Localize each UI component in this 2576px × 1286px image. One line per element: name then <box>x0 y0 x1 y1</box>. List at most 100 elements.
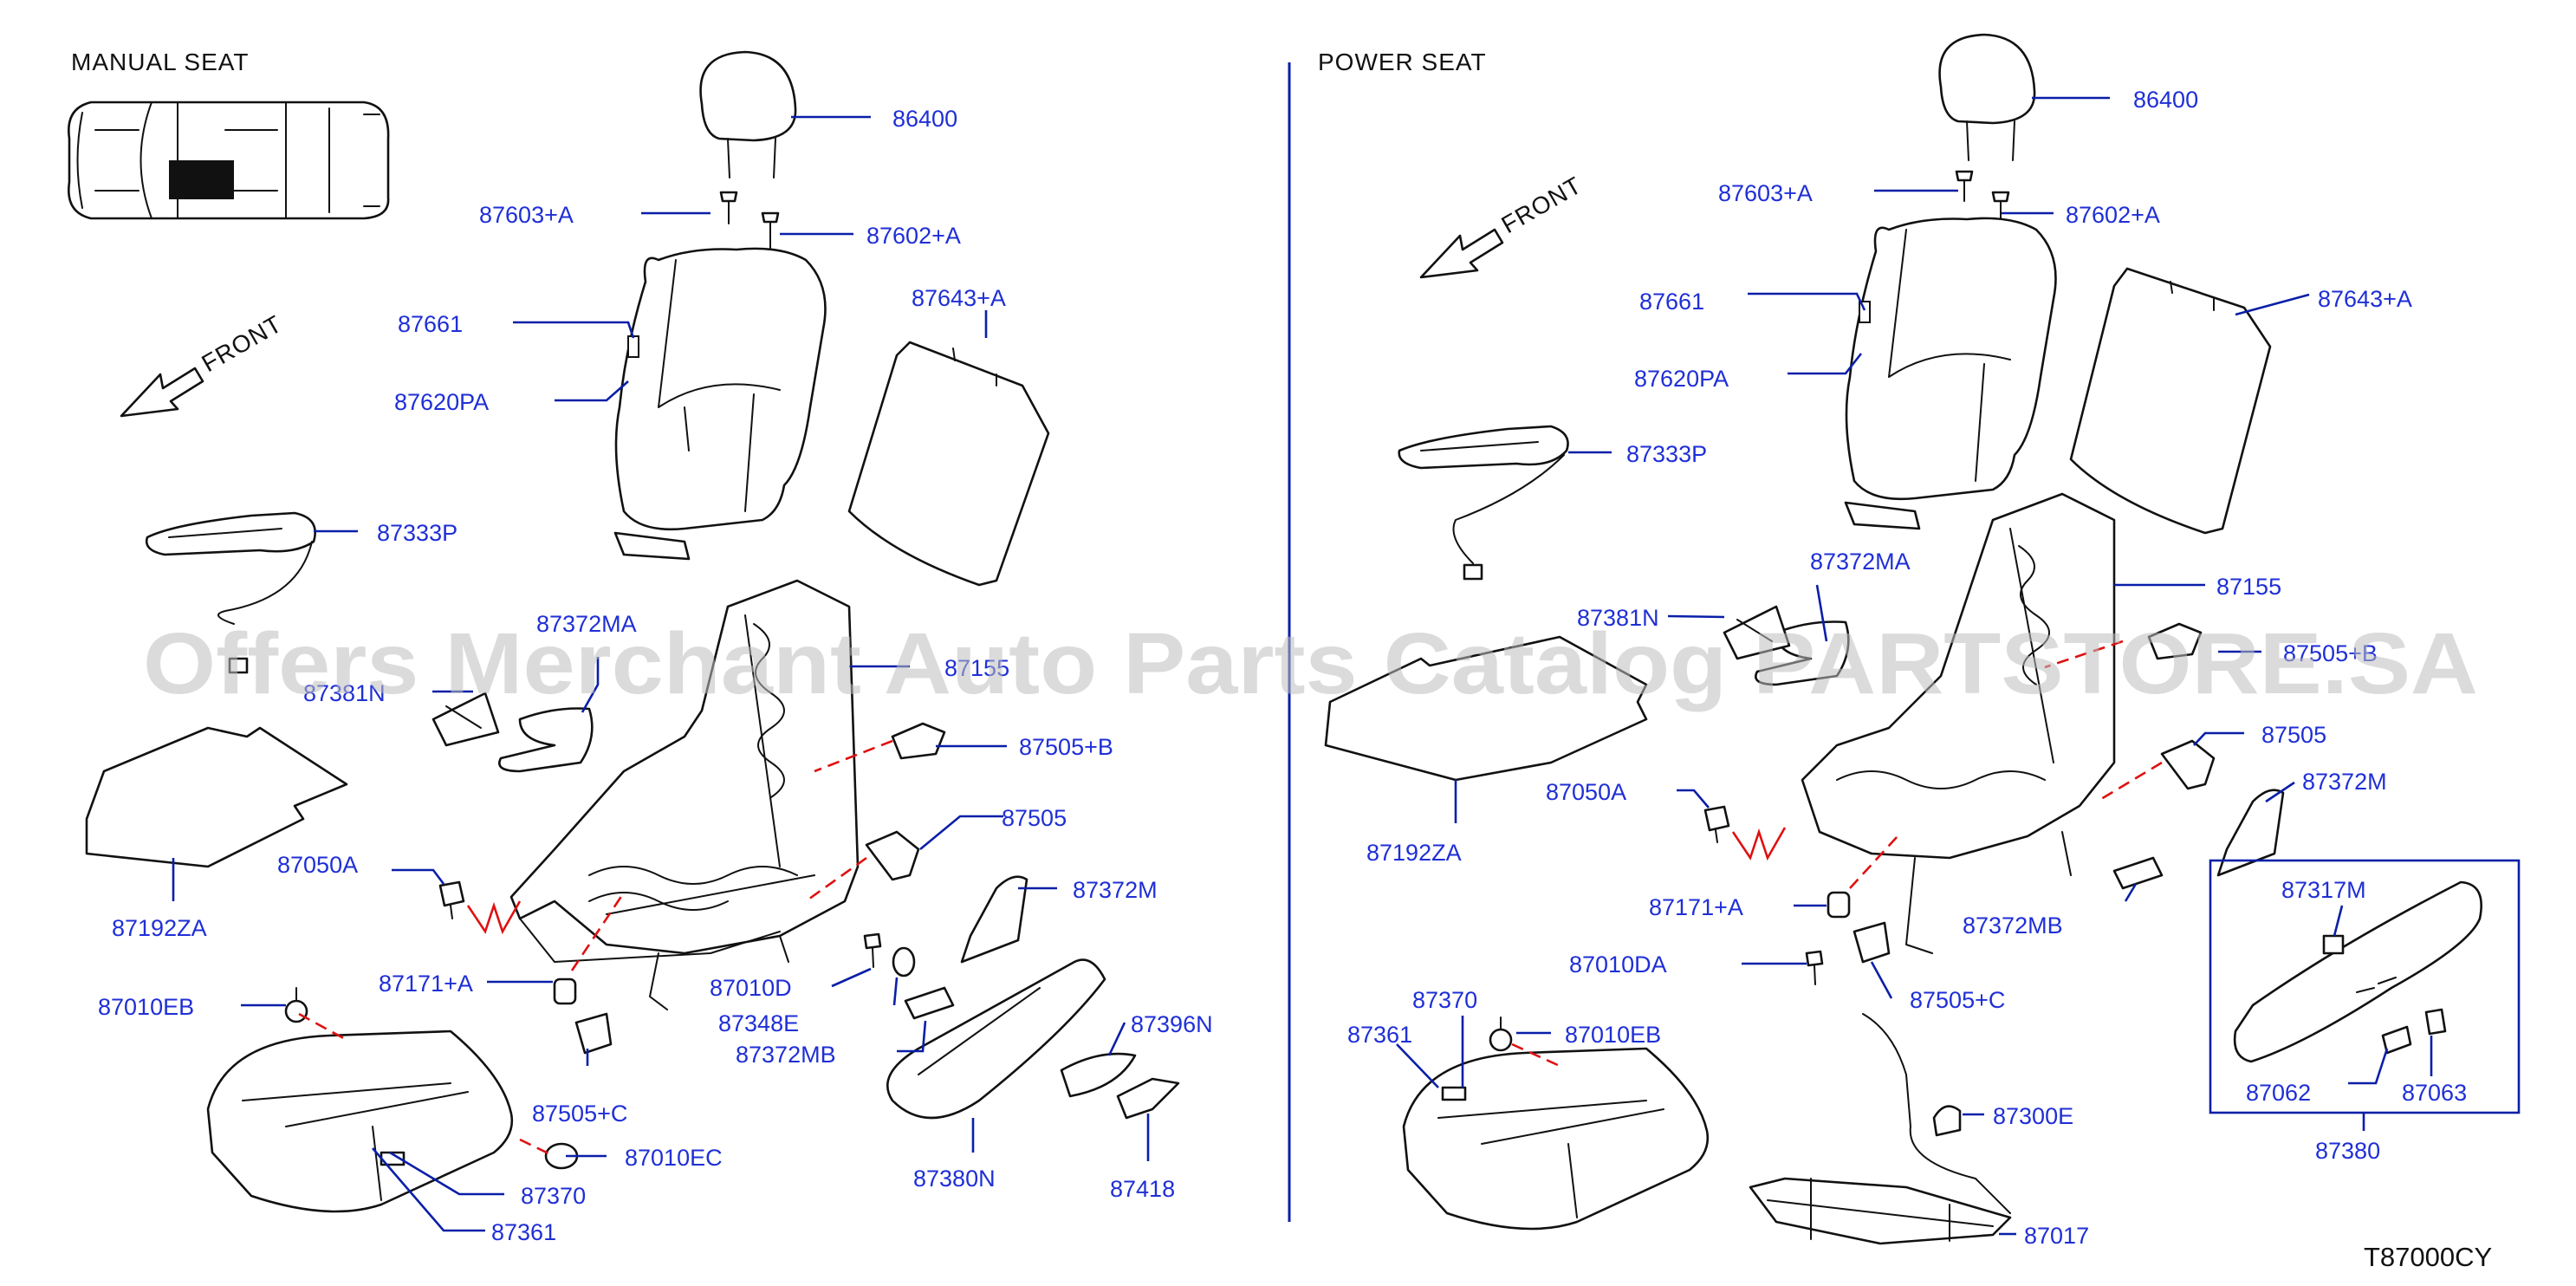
label-87192za-manual: 87192ZA <box>112 915 207 941</box>
watermark-text: Offers Merchant Auto Parts Catalog PARTS… <box>143 615 2478 712</box>
headrest-guide-87603-manual <box>719 191 738 224</box>
label-87348e-manual: 87348E <box>718 1010 799 1036</box>
seat-frame-manual <box>509 579 860 1010</box>
side-shield-87372ma-manual <box>498 707 594 773</box>
label-87661-power: 87661 <box>1639 289 1704 315</box>
assembly-line-4-power <box>2096 761 2163 803</box>
label-87010eb-power: 87010EB <box>1565 1022 1661 1048</box>
label-87372mb-power: 87372MB <box>1963 913 2063 939</box>
manual-seat-heading: MANUAL SEAT <box>71 49 249 75</box>
labels-power: 86400 87603+A 87602+A 87661 87620PA 8764… <box>1347 87 2467 1249</box>
label-87602a-manual: 87602+A <box>866 223 961 249</box>
label-87505c-manual: 87505+C <box>532 1101 627 1127</box>
side-shield-87372m-power <box>2216 789 2285 877</box>
clip-87370-power <box>1441 1086 1467 1101</box>
diagram-code: T87000CY <box>2364 1242 2492 1272</box>
headrest-guide-87603-power <box>1955 170 1974 202</box>
label-87370-power: 87370 <box>1412 987 1477 1013</box>
seat-cushion-power <box>1402 1047 1710 1231</box>
label-87050a-manual: 87050A <box>277 852 358 878</box>
label-87505b-power: 87505+B <box>2283 640 2378 666</box>
cover-87505c-manual <box>574 1012 613 1055</box>
latch-clip-87661-manual <box>627 335 639 358</box>
label-87361-manual: 87361 <box>491 1219 556 1245</box>
label-87661-manual: 87661 <box>398 311 463 337</box>
assembly-line-1-manual <box>814 739 893 773</box>
cap-87348e-manual <box>892 946 916 977</box>
assembly-line-5-power <box>1511 1042 1561 1068</box>
label-87505-power: 87505 <box>2261 722 2326 748</box>
label-87620pa-power: 87620PA <box>1634 366 1729 392</box>
front-direction-arrow-right: FRONT <box>1419 172 1586 279</box>
label-87010eb-manual: 87010EB <box>98 994 194 1020</box>
seatback-cushion-manual <box>613 247 827 561</box>
seat-heater-pad-power <box>1324 635 1648 782</box>
label-87333p-power: 87333P <box>1626 441 1707 467</box>
label-87602a-power: 87602+A <box>2066 202 2160 228</box>
label-87620pa-manual: 87620PA <box>394 389 489 415</box>
side-shield-87372m-manual <box>960 875 1028 964</box>
label-87192za-power: 87192ZA <box>1366 840 1462 866</box>
knob-87418-manual <box>1116 1077 1180 1120</box>
cover-87505b-power <box>2147 622 2203 660</box>
knob-87063-power <box>2424 1008 2447 1036</box>
label-87505b-manual: 87505+B <box>1019 734 1113 760</box>
seatback-board-power <box>2069 267 2272 535</box>
label-87063-power: 87063 <box>2402 1080 2467 1106</box>
label-87372ma-power: 87372MA <box>1810 549 1911 575</box>
label-86400-power: 86400 <box>2133 87 2198 113</box>
cover-87505c-power <box>1853 921 1891 964</box>
label-87418-manual: 87418 <box>1110 1176 1175 1202</box>
headrest-guide-87602-manual <box>761 211 780 249</box>
label-87505c-power: 87505+C <box>1910 987 2005 1013</box>
seatback-board-manual <box>847 341 1050 587</box>
label-87380-power: 87380 <box>2315 1138 2380 1164</box>
label-87300e-power: 87300E <box>1993 1103 2073 1129</box>
assembly-line-4-manual <box>805 856 867 903</box>
label-87381n-power: 87381N <box>1577 605 1659 631</box>
label-87062-power: 87062 <box>2246 1080 2311 1106</box>
bolt-87010da-power <box>1805 950 1824 985</box>
clip-87050a-manual <box>438 880 465 919</box>
cover-87505b-manual <box>891 722 946 760</box>
label-87380n-manual: 87380N <box>913 1166 996 1192</box>
label-87643a-manual: 87643+A <box>912 285 1006 311</box>
label-87372mb-manual: 87372MB <box>736 1042 836 1068</box>
side-finisher-87380-power <box>2233 880 2482 1063</box>
label-87381n-manual: 87381N <box>303 680 386 706</box>
label-87010d-manual: 87010D <box>710 975 792 1001</box>
wiring-harness-87017-power <box>1749 1013 2012 1245</box>
label-87171a-power: 87171+A <box>1649 894 1743 920</box>
label-87171a-manual: 87171+A <box>379 971 473 997</box>
knob-87062-power <box>2381 1025 2412 1055</box>
label-87643a-power: 87643+A <box>2318 286 2412 312</box>
power-seat-heading: POWER SEAT <box>1318 49 1487 75</box>
label-87317m-power: 87317M <box>2281 877 2366 903</box>
front-direction-arrow-left: FRONT <box>120 310 287 418</box>
headrest-manual <box>699 50 797 179</box>
side-shield-87372mb-power <box>2112 856 2164 890</box>
labels-manual: 86400 87603+A 87602+A 87661 87620PA 8764… <box>98 106 1213 1245</box>
leader-lines-power <box>1396 96 2433 1236</box>
label-87505-manual: 87505 <box>1002 805 1067 831</box>
side-shield-87372mb-manual <box>904 986 955 1020</box>
assembly-line-3-power <box>1849 835 1898 889</box>
knob-87381n-manual <box>431 692 500 747</box>
label-87010da-power: 87010DA <box>1569 952 1667 977</box>
harness-87300e-power <box>1932 1105 1962 1137</box>
label-87050a-power: 87050A <box>1546 779 1626 805</box>
label-87010ec-manual: 87010EC <box>625 1145 723 1171</box>
bolt-87010d-manual <box>863 932 882 968</box>
label-87017-power: 87017 <box>2024 1223 2089 1249</box>
assembly-line-2-power <box>1731 827 1787 861</box>
cover-87505-power <box>2160 739 2216 790</box>
assembly-line-3-manual <box>570 892 626 971</box>
knob-87381n-power <box>1723 605 1791 660</box>
label-86400-manual: 86400 <box>892 106 957 132</box>
seatback-cushion-power <box>1844 217 2057 530</box>
assembly-line-1-power <box>2044 640 2124 669</box>
recliner-lever-manual <box>145 511 316 674</box>
label-87372ma-manual: 87372MA <box>536 611 637 637</box>
switch-87317m-power <box>2322 934 2345 955</box>
